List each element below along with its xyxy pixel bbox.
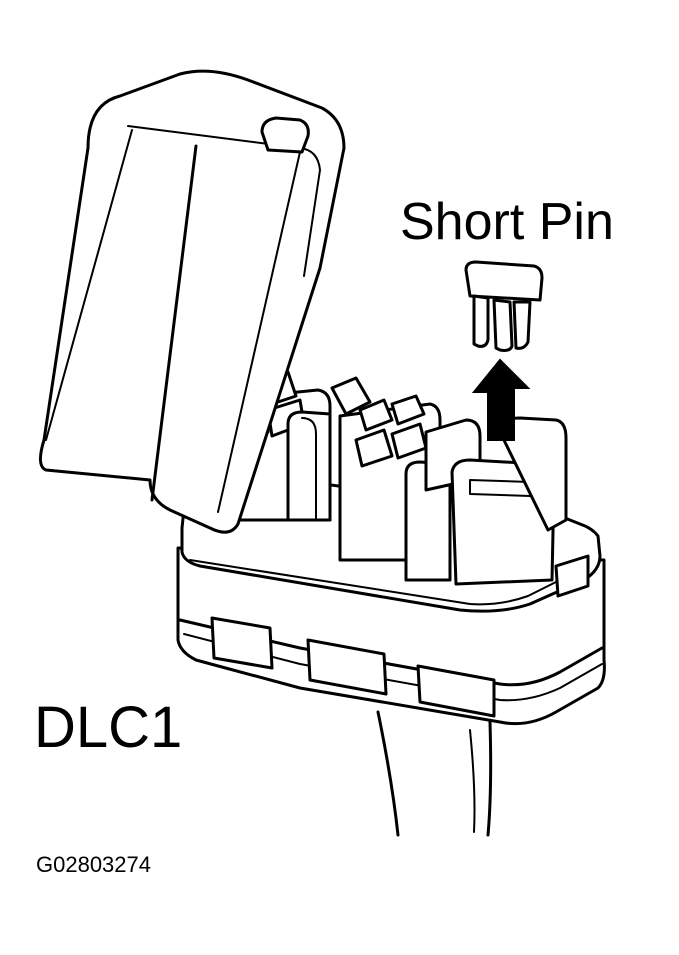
connector-lid <box>39 69 346 534</box>
figure-code: G02803274 <box>36 852 151 877</box>
short-pin-label: Short Pin <box>400 193 614 251</box>
latch-left <box>210 616 274 670</box>
removal-arrow <box>471 358 531 441</box>
latch-middle <box>306 638 388 696</box>
cable <box>376 710 493 837</box>
short-pin <box>464 260 544 352</box>
connector-label: DLC1 <box>34 695 183 760</box>
latch-right <box>416 664 496 718</box>
